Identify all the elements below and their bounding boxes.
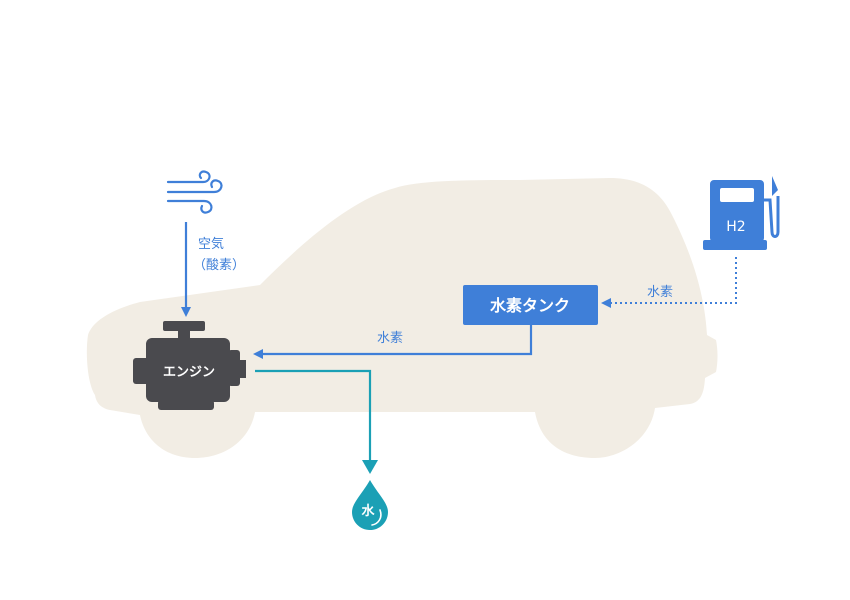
engine-label: エンジン [163,365,215,380]
refuel-hydrogen-label: 水素 [647,285,673,300]
oxygen-label: （酸素） [193,258,245,273]
hydrogen-to-engine-arrow [253,325,533,359]
hydrogen-to-engine-label: 水素 [377,331,403,346]
refuel-arrow [601,257,737,308]
car-silhouette [86,178,718,458]
tank-label: 水素タンク [490,296,570,315]
water-arrowhead [362,460,378,474]
water-label: 水 [361,503,375,519]
pump-label: H2 [726,219,745,235]
air-label: 空気 [198,236,224,252]
hydrogen-tank [463,285,598,325]
water-drop-icon [352,480,388,530]
wind-icon [166,170,223,214]
water-output-arrow [255,369,372,462]
engine-icon [133,321,246,410]
fuel-pump-icon [703,176,780,250]
